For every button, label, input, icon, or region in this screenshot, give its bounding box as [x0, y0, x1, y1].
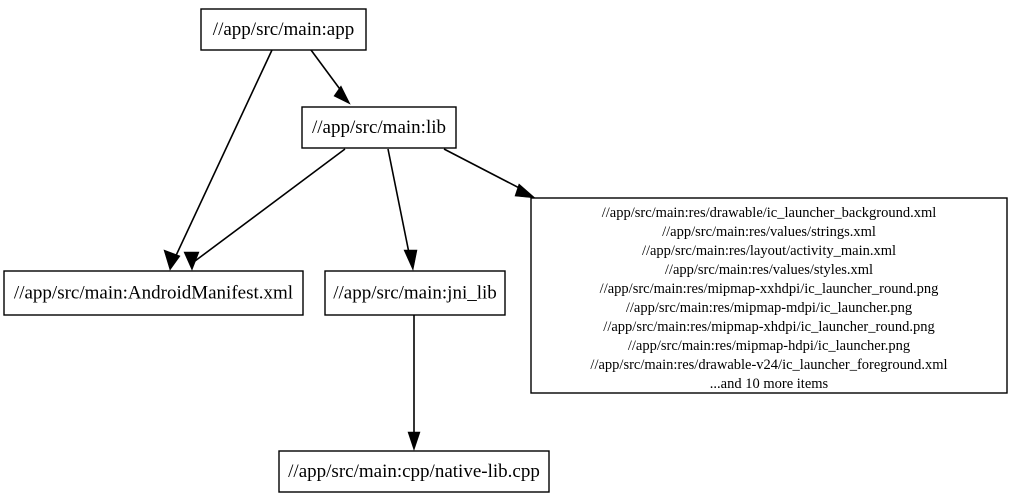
- node-box-resources[interactable]: [530, 197, 1008, 394]
- resource-line-0: //app/src/main:res/drawable/ic_launcher_…: [602, 205, 937, 221]
- resource-line-6: //app/src/main:res/mipmap-xhdpi/ic_launc…: [603, 319, 934, 335]
- node-android-manifest[interactable]: //app/src/main:AndroidManifest.xml: [3, 270, 304, 316]
- node-box-jni-lib[interactable]: [324, 270, 506, 316]
- edge-jni-to-cpp: [407, 315, 421, 451]
- resource-line-7: //app/src/main:res/mipmap-hdpi/ic_launch…: [628, 338, 910, 354]
- edge-app-to-lib: [310, 49, 351, 105]
- node-box-lib[interactable]: [301, 106, 457, 149]
- node-label-android-manifest: //app/src/main:AndroidManifest.xml: [14, 282, 293, 303]
- edge-line-lib-manifest: [194, 148, 346, 262]
- node-label-app: //app/src/main:app: [213, 19, 354, 40]
- edge-lib-to-manifest: [183, 148, 346, 271]
- node-resources-block[interactable]: //app/src/main:res/drawable/ic_launcher_…: [530, 197, 1008, 394]
- node-box-native-lib-cpp[interactable]: [278, 450, 550, 493]
- arrowhead-lib-jni: [403, 249, 418, 271]
- resource-line-1: //app/src/main:res/values/strings.xml: [662, 224, 876, 240]
- node-box-app[interactable]: [200, 8, 367, 51]
- edge-layer: [163, 49, 536, 451]
- resource-line-9: ...and 10 more items: [710, 376, 829, 392]
- resource-line-5: //app/src/main:res/mipmap-mdpi/ic_launch…: [626, 300, 912, 316]
- resource-line-4: //app/src/main:res/mipmap-xxhdpi/ic_laun…: [600, 281, 939, 297]
- arrowhead-app-manifest: [163, 249, 181, 271]
- arrowhead-jni-cpp: [407, 431, 421, 451]
- arrowhead-app-lib: [333, 85, 351, 105]
- node-native-lib-cpp[interactable]: //app/src/main:cpp/native-lib.cpp: [278, 450, 550, 493]
- edge-lib-to-jni: [387, 148, 418, 271]
- edge-line-app-manifest: [172, 49, 273, 263]
- node-app[interactable]: //app/src/main:app: [200, 8, 367, 51]
- node-box-android-manifest[interactable]: [3, 270, 304, 316]
- node-label-native-lib-cpp: //app/src/main:cpp/native-lib.cpp: [288, 461, 540, 482]
- arrowhead-lib-resources: [514, 183, 536, 199]
- node-jni-lib[interactable]: //app/src/main:jni_lib: [324, 270, 506, 316]
- edge-app-to-manifest: [163, 49, 273, 271]
- resource-line-3: //app/src/main:res/values/styles.xml: [665, 262, 873, 278]
- node-label-lib: //app/src/main:lib: [312, 117, 446, 138]
- edge-line-lib-resources: [443, 148, 528, 193]
- arrowhead-lib-manifest: [183, 251, 200, 271]
- edge-lib-to-resources: [443, 148, 536, 199]
- resource-line-8: //app/src/main:res/drawable-v24/ic_launc…: [590, 357, 947, 373]
- node-lib[interactable]: //app/src/main:lib: [301, 106, 457, 149]
- edge-line-lib-jni: [387, 148, 411, 259]
- node-label-jni-lib: //app/src/main:jni_lib: [333, 282, 497, 303]
- resource-line-2: //app/src/main:res/layout/activity_main.…: [642, 243, 896, 259]
